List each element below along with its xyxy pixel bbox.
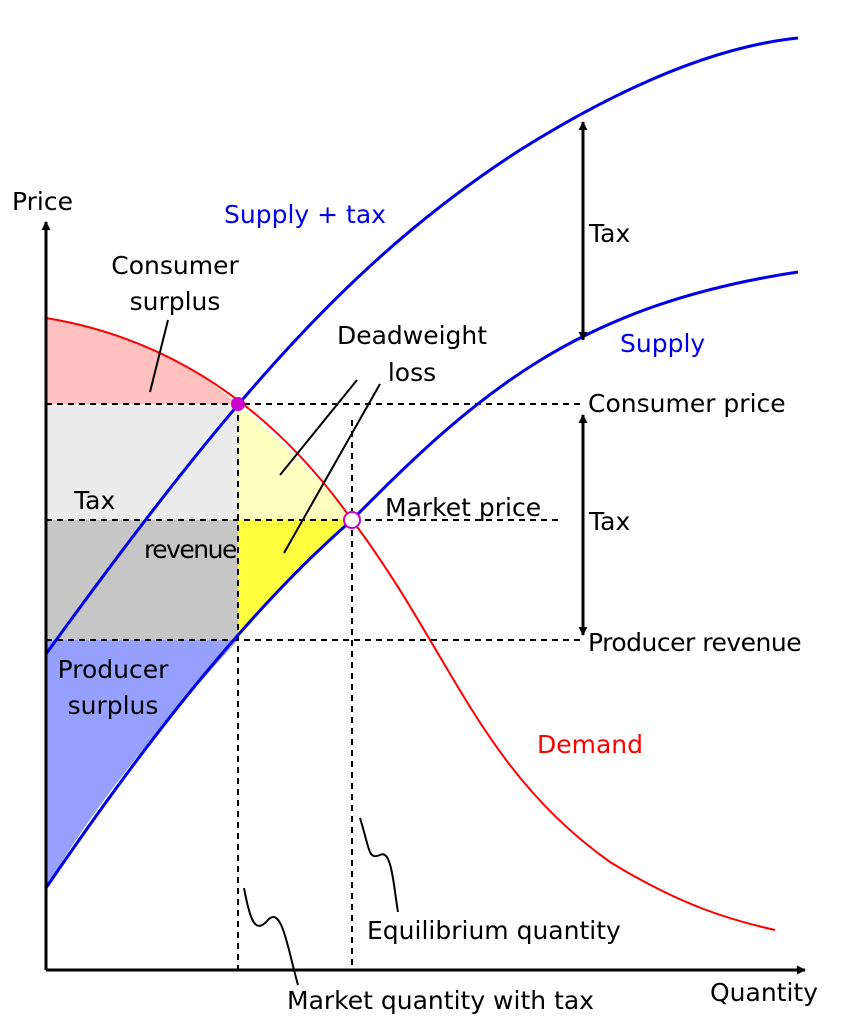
taxed-equilibrium-point [231, 397, 245, 411]
x-axis-label: Quantity [710, 978, 818, 1007]
tax-revenue-lower-area [46, 520, 238, 640]
deadweight-loss-pointer-upper [279, 379, 358, 476]
deadweight-loss-pointer-lower [283, 383, 381, 554]
equilibrium-quantity-label: Equilibrium quantity [367, 916, 621, 945]
producer-surplus-label-line2: surplus [68, 691, 159, 720]
tax-lower-label: Tax [588, 507, 630, 536]
supply-plus-tax-label: Supply + tax [224, 200, 386, 229]
supply-label: Supply [620, 329, 705, 358]
producer-revenue-label: Producer revenue [588, 628, 801, 657]
consumer-surplus-label-line2: surplus [130, 287, 221, 316]
deadweight-loss-upper-area [238, 404, 352, 520]
consumer-surplus-area [46, 318, 238, 404]
tax-upper-label: Tax [588, 219, 630, 248]
tax-revenue-label-line2: revenue [144, 535, 237, 564]
demand-label: Demand [537, 730, 643, 759]
equilibrium-quantity-pointer [359, 817, 399, 913]
y-axis-label: Price [12, 187, 73, 216]
market-quantity-with-tax-pointer [243, 887, 299, 986]
deadweight-loss-label-line1: Deadweight [337, 321, 487, 350]
demand-curve [45, 317, 776, 931]
deadweight-loss-label-line2: loss [388, 358, 436, 387]
supply-plus-tax-curve [44, 36, 799, 655]
market-price-label: Market price [385, 493, 541, 522]
tax-revenue-label-line1: Tax [73, 486, 115, 515]
market-equilibrium-point [343, 511, 361, 529]
deadweight-loss-lower-area [238, 520, 352, 640]
tax-revenue-upper-area [46, 404, 238, 520]
consumer-surplus-label-line1: Consumer [111, 251, 239, 280]
consumer-surplus-pointer [149, 319, 169, 393]
market-quantity-with-tax-label: Market quantity with tax [287, 986, 594, 1015]
producer-surplus-area [46, 640, 238, 888]
producer-surplus-label-line1: Producer [58, 655, 170, 684]
consumer-price-label: Consumer price [588, 389, 786, 418]
